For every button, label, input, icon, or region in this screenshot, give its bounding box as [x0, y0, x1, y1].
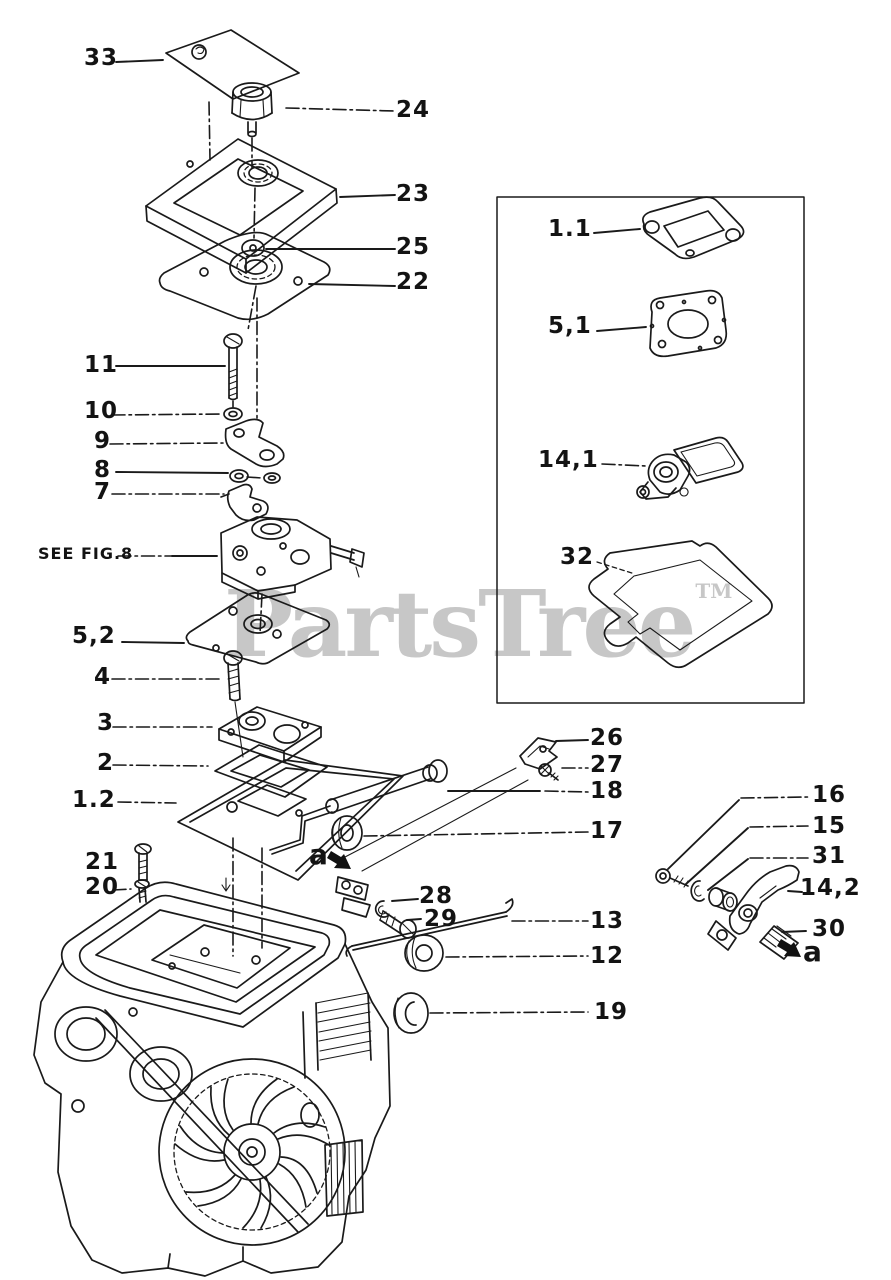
part-17-grommet-drawing [331, 815, 589, 851]
watermark-text: PartsTree [224, 570, 696, 678]
part-10-washer-drawing [111, 407, 243, 421]
part-21-screw-drawing [134, 843, 152, 881]
callout-25: 25 [396, 234, 431, 260]
callout-14-2: 14,2 [800, 875, 861, 901]
part-24-nut-drawing [231, 82, 395, 169]
callout-11: 11 [84, 352, 119, 378]
part-20-screw-drawing [112, 879, 150, 903]
callout-3: 3 [97, 710, 115, 736]
callout-21: 21 [85, 849, 120, 875]
detail-label-a-upper: a [309, 838, 328, 871]
inset-callout-1-1: 1.1 [548, 216, 592, 242]
detail-arrow-a-lower-icon [777, 939, 801, 957]
callout-28: 28 [419, 883, 454, 909]
part-14-1-gasket-lever-drawing [601, 436, 744, 500]
part-32-gasket-drawing [588, 540, 773, 669]
part-5-1-gasket-drawing [596, 289, 728, 358]
detail-label-a-lower: a [803, 935, 822, 968]
callout-33: 33 [84, 45, 119, 71]
callout-20: 20 [85, 874, 120, 900]
callout-12: 12 [590, 943, 625, 969]
callout-19: 19 [594, 999, 629, 1025]
part-30-spring-drawing [759, 925, 807, 960]
part-28-lock-washer-drawing [374, 898, 419, 918]
callout-26: 26 [590, 725, 625, 751]
callout-24: 24 [396, 97, 431, 123]
part-19-bushing-drawing [393, 992, 589, 1034]
carburetor-drawing [117, 516, 365, 635]
callout-1-2: 1.2 [72, 787, 116, 813]
callout-8: 8 [94, 457, 112, 483]
callout-2: 2 [97, 750, 115, 776]
part-3-insulator-drawing [112, 706, 322, 763]
callout-29: 29 [424, 906, 459, 932]
callout-13: 13 [590, 908, 625, 934]
inset-box [496, 196, 805, 704]
callout-22: 22 [396, 269, 431, 295]
part-13-wire-drawing [345, 898, 589, 957]
crankcase-drawing [33, 837, 391, 1277]
callout-17: 17 [590, 818, 625, 844]
part-16-screw-drawing [655, 796, 809, 888]
callout-30: 30 [812, 916, 847, 942]
callout-5-2: 5,2 [72, 623, 116, 649]
part-33-plate-drawing [115, 29, 300, 161]
callout-9: 9 [94, 428, 112, 454]
part-31-spacer-drawing [707, 857, 809, 912]
part-11-screw-drawing [115, 333, 243, 408]
part-29-bolt-drawing [379, 910, 422, 939]
part-1-1-gasket-drawing [593, 196, 745, 260]
callout-4: 4 [94, 664, 112, 690]
callout-16: 16 [812, 782, 847, 808]
callout-31: 31 [812, 843, 847, 869]
part-27-screw-drawing [538, 763, 589, 781]
inset-callout-5-1: 5,1 [548, 313, 592, 339]
part-22-plate-drawing [158, 231, 396, 331]
part-26-clip-drawing [519, 737, 589, 770]
part-12-grommet-drawing [404, 934, 589, 972]
part-14-2-lever-assembly-drawing [707, 864, 803, 951]
trademark-symbol: TM [695, 579, 733, 603]
part-9-bracket-drawing [109, 297, 285, 468]
callout-15: 15 [812, 813, 847, 839]
part-2-gasket-drawing [112, 744, 328, 798]
callout-7: 7 [94, 479, 112, 505]
callout-23: 23 [396, 181, 431, 207]
see-figure-note: SEE FIG.8 [38, 544, 134, 563]
part-18-rod-drawing [269, 759, 589, 855]
callout-10: 10 [84, 398, 119, 424]
part-25-knob-drawing [241, 239, 396, 257]
part-15-washer-drawing [685, 825, 809, 902]
part-5-2-plate-drawing [121, 592, 331, 665]
inset-callout-14-1: 14,1 [538, 447, 599, 473]
part-7-lever-drawing [111, 483, 269, 522]
part-8-washers-drawing [115, 469, 281, 484]
callout-18: 18 [590, 778, 625, 804]
inset-callout-32: 32 [560, 544, 595, 570]
callout-27: 27 [590, 752, 625, 778]
part-23-air-filter-cover-drawing [145, 138, 396, 274]
detail-arrow-a-upper-icon [327, 851, 351, 869]
